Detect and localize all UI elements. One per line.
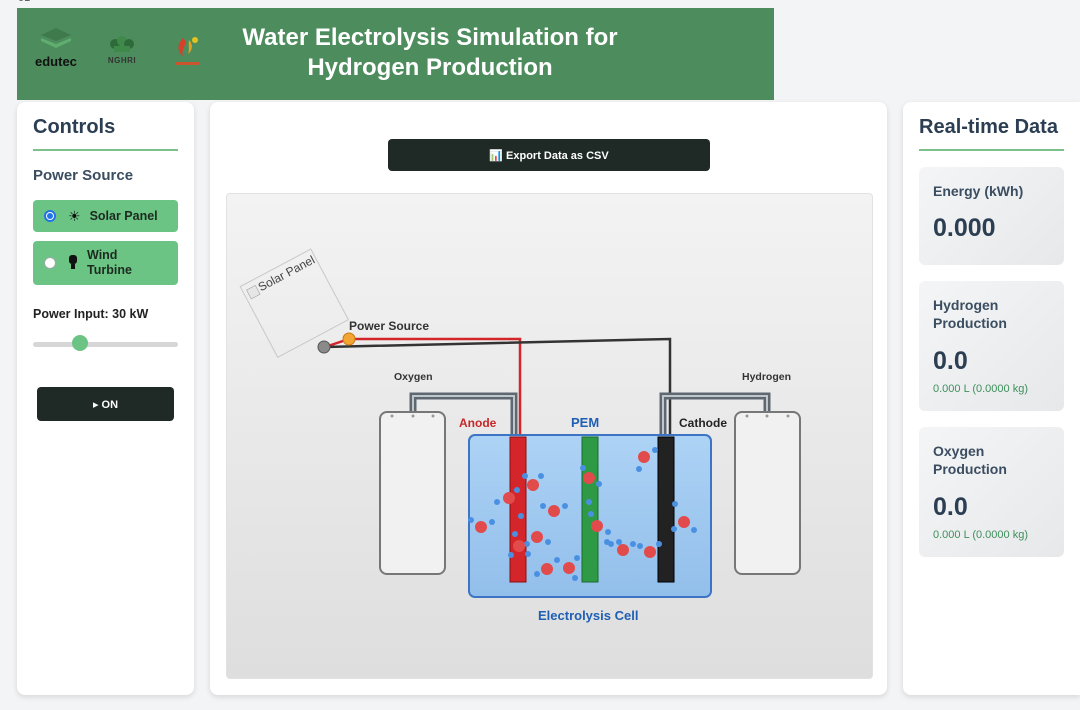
- simulation-panel: 📊 Export Data as CSV Solar Panel Power S…: [210, 102, 887, 695]
- oxygen-tank: [379, 411, 446, 575]
- solar-panel-image: Solar Panel: [239, 248, 350, 358]
- energy-label: Energy (kWh): [933, 183, 1024, 199]
- power-source-label: Power Source: [349, 319, 429, 333]
- realtime-title: Real-time Data: [919, 116, 1058, 138]
- nghri-logo-text: NGHRI: [107, 56, 137, 65]
- on-button[interactable]: ▸ ON: [37, 387, 174, 421]
- hydrogen-production-detail: 0.000 L (0.0000 kg): [933, 383, 1028, 395]
- nghri-logo-icon: [110, 36, 134, 52]
- sun-icon: ☀: [68, 207, 81, 224]
- power-input-label: Power Input: 30 kW: [33, 307, 149, 321]
- oxygen-production-label: Oxygen Production: [933, 443, 1007, 477]
- partner-logo: [169, 32, 205, 72]
- controls-divider: [33, 149, 178, 151]
- simulation-canvas: Solar Panel Power Source Oxygen Hydrogen: [226, 193, 873, 679]
- wind-turbine-label: Wind Turbine: [87, 248, 132, 277]
- cathode-label: Cathode: [679, 416, 727, 430]
- hydrogen-production-label: Hydrogen Production: [933, 297, 1007, 331]
- power-input-slider-thumb[interactable]: [71, 335, 88, 351]
- energy-value: 0.000: [933, 214, 996, 242]
- oxygen-production-value: 0.0: [933, 493, 968, 521]
- wind-turbine-radio[interactable]: [44, 257, 56, 269]
- power-terminal-negative: [317, 340, 331, 354]
- power-terminal-positive: [342, 332, 356, 346]
- app-header: edutec NGHRI Water Electrolysis Simulati…: [17, 8, 774, 100]
- solar-panel-option[interactable]: ☀ Solar Panel: [33, 200, 178, 232]
- wind-turbine-icon: [68, 254, 78, 273]
- pem-membrane: [581, 436, 599, 583]
- solar-panel-radio[interactable]: [44, 210, 56, 222]
- realtime-divider: [919, 149, 1064, 151]
- nghri-logo: NGHRI: [105, 34, 139, 65]
- corner-label: 01: [18, 0, 30, 4]
- solar-panel-label: Solar Panel: [89, 209, 158, 223]
- page-title: Water Electrolysis Simulation for Hydrog…: [242, 24, 618, 81]
- pem-label: PEM: [571, 415, 599, 430]
- hydrogen-card: Hydrogen Production 0.0 0.000 L (0.0000 …: [919, 281, 1064, 411]
- electrolysis-diagram: Solar Panel Power Source Oxygen Hydrogen: [239, 248, 801, 623]
- energy-card: Energy (kWh) 0.000: [919, 167, 1064, 265]
- anode-label: Anode: [459, 416, 497, 430]
- electrolysis-cell-label: Electrolysis Cell: [538, 608, 638, 623]
- edutec-logo-icon: [40, 28, 71, 48]
- export-csv-button[interactable]: 📊 Export Data as CSV: [388, 139, 710, 171]
- edutec-logo-text: edutec: [35, 54, 77, 69]
- oxygen-label: Oxygen: [394, 371, 433, 383]
- realtime-data-panel: Real-time Data Energy (kWh) 0.000 Hydrog…: [903, 102, 1080, 695]
- hydrogen-label: Hydrogen: [742, 371, 791, 383]
- negative-wire: [324, 337, 672, 437]
- water-molecules: [468, 447, 697, 581]
- controls-title: Controls: [33, 116, 116, 138]
- flame-logo-icon: [175, 37, 199, 65]
- power-input-slider[interactable]: [33, 342, 178, 347]
- positive-wire: [324, 337, 522, 437]
- anode-electrode: [509, 436, 527, 583]
- oxygen-card: Oxygen Production 0.0 0.000 L (0.0000 kg…: [919, 427, 1064, 557]
- wind-turbine-option[interactable]: Wind Turbine: [33, 241, 178, 285]
- controls-panel: Controls Power Source ☀ Solar Panel Wind…: [17, 102, 194, 695]
- hydrogen-tank: [734, 411, 801, 575]
- cathode-electrode: [657, 436, 675, 583]
- edutec-logo: edutec: [35, 26, 77, 69]
- oxygen-production-detail: 0.000 L (0.0000 kg): [933, 529, 1028, 541]
- hydrogen-production-value: 0.0: [933, 347, 968, 375]
- power-source-label: Power Source: [33, 167, 134, 184]
